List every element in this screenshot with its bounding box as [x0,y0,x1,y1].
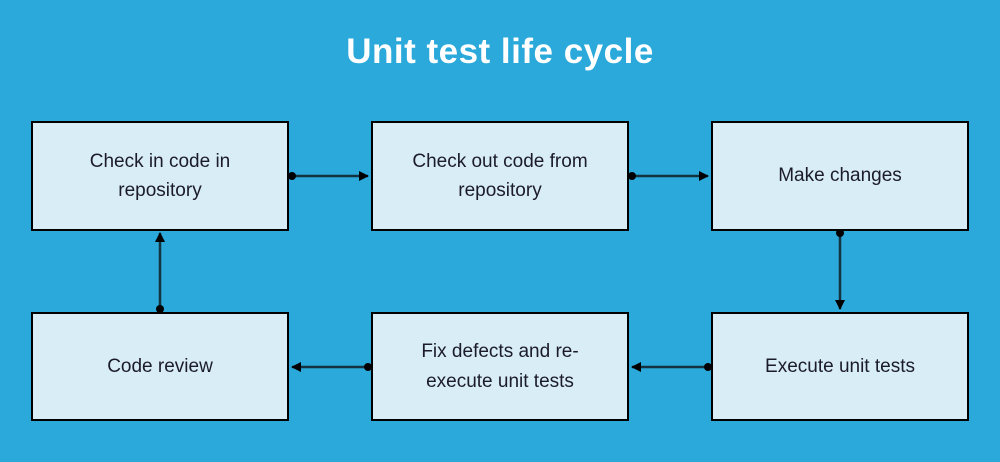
node-make-changes-label: Make changes [778,165,902,187]
node-execute-tests-label: Execute unit tests [765,355,915,377]
node-fix-defects-label: Fix defects and re-execute unit tests [421,341,579,392]
node-fix-defects: Fix defects and re-execute unit tests [371,312,629,421]
node-check-in-label: Check in code in repository [89,150,231,201]
node-code-review-label: Code review [107,355,213,377]
diagram-title: Unit test life cycle [346,32,654,71]
node-check-in: Check in code in repository [31,121,289,231]
node-execute-tests: Execute unit tests [711,312,969,421]
node-check-out-label: Check out code from repository [412,150,588,201]
node-code-review: Code review [31,312,289,421]
node-make-changes: Make changes [711,121,969,231]
node-check-out: Check out code from repository [371,121,629,231]
